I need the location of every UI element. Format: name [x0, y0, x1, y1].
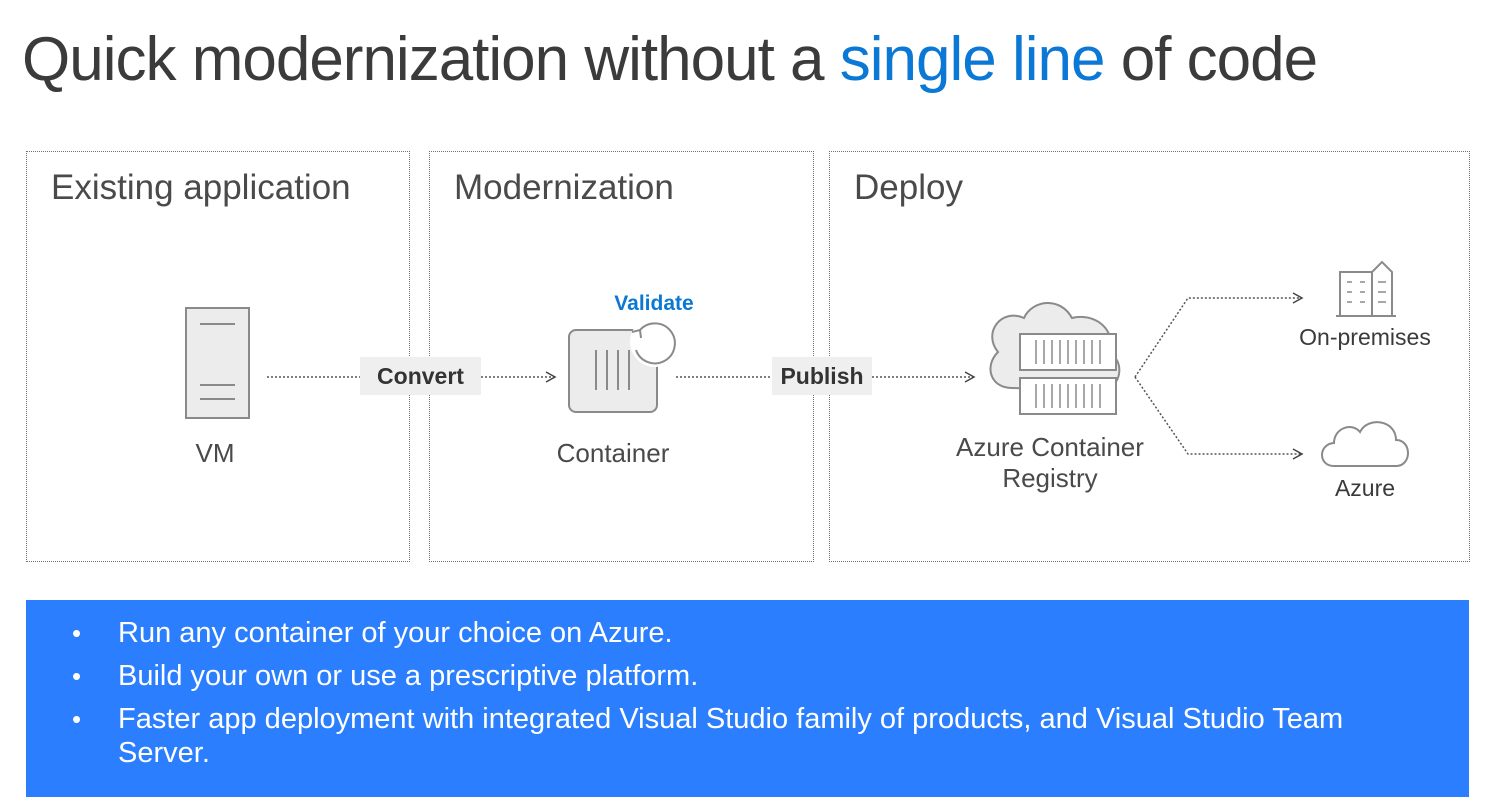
panel-modernization: Modernization	[429, 151, 814, 562]
title-highlight: single line	[839, 25, 1106, 94]
cloud-icon	[1321, 421, 1409, 467]
bullet-item: Build your own or use a prescriptive pla…	[50, 659, 1429, 693]
registry-label-line-1: Azure Container	[956, 432, 1144, 462]
panel-existing-application: Existing application	[26, 151, 410, 562]
bullet-list: Run any container of your choice on Azur…	[50, 616, 1429, 770]
connector-registry-onprem	[1134, 292, 1304, 378]
title-part-1: Quick modernization without a	[22, 25, 840, 94]
publish-action: Publish	[772, 357, 872, 395]
server-icon	[185, 307, 250, 419]
bullet-item: Faster app deployment with integrated Vi…	[50, 702, 1429, 770]
connector-registry-azure	[1134, 376, 1304, 460]
panel-deploy: Deploy	[829, 151, 1470, 562]
registry-label-line-2: Registry	[1002, 463, 1098, 493]
validate-label: Validate	[614, 292, 694, 315]
bullet-box: Run any container of your choice on Azur…	[26, 600, 1469, 797]
bullet-item: Run any container of your choice on Azur…	[50, 616, 1429, 650]
building-icon	[1336, 260, 1396, 317]
page-title: Quick modernization without a single lin…	[22, 22, 1318, 98]
vm-label: VM	[195, 438, 235, 468]
panel-title-existing: Existing application	[51, 168, 351, 207]
azure-label: Azure	[1334, 475, 1396, 501]
registry-label: Azure Container Registry	[930, 432, 1170, 494]
onprem-label: On-premises	[1299, 324, 1431, 350]
panel-title-modernization: Modernization	[454, 168, 674, 207]
refresh-icon	[630, 317, 680, 367]
container-label: Container	[556, 438, 670, 468]
flow-diagram	[185, 260, 1409, 467]
cloud-registry-icon	[989, 302, 1121, 415]
convert-action: Convert	[360, 357, 481, 395]
title-part-2: of code	[1104, 25, 1318, 94]
panel-title-deploy: Deploy	[854, 168, 963, 207]
